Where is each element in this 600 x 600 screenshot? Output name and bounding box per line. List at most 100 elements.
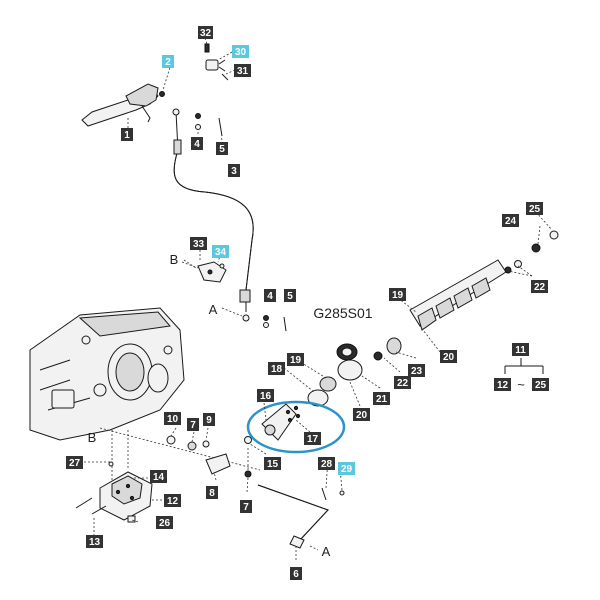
part-number: 30 bbox=[235, 47, 247, 58]
part-number-box bbox=[203, 413, 215, 426]
part-label-34: 34 bbox=[212, 245, 229, 258]
part-label-18: 18 bbox=[268, 362, 285, 375]
part-label-25: 25 bbox=[526, 202, 543, 215]
part-number: 5 bbox=[219, 144, 225, 155]
part-number-box bbox=[408, 364, 425, 377]
diagram-code: G285S01 bbox=[313, 305, 372, 321]
part-number-box bbox=[304, 432, 321, 445]
part-number-box bbox=[86, 535, 103, 548]
part-number: 16 bbox=[260, 391, 272, 402]
marker-a-top: A bbox=[209, 302, 218, 317]
part-number: 24 bbox=[505, 216, 517, 227]
part-number-box bbox=[164, 412, 181, 425]
part-number: 12 bbox=[167, 496, 179, 507]
part-label-31: 31 bbox=[234, 64, 251, 77]
part-label-4b: 4 bbox=[264, 289, 276, 302]
part-number-box bbox=[338, 462, 355, 475]
shift-shaft bbox=[257, 484, 345, 549]
part-label-13: 13 bbox=[86, 535, 103, 548]
part-number: 21 bbox=[376, 394, 388, 405]
part-number-box bbox=[240, 500, 252, 513]
part-number-box bbox=[212, 245, 229, 258]
part-number-box bbox=[389, 288, 406, 301]
part-number: 7 bbox=[243, 502, 249, 513]
part-number-box bbox=[264, 289, 276, 302]
part-label-25r: 25 bbox=[532, 378, 549, 391]
part-number-box bbox=[228, 164, 240, 177]
range-bracket bbox=[504, 358, 544, 374]
part-number: 7 bbox=[190, 420, 196, 431]
part-number: 6 bbox=[293, 569, 299, 580]
part-number: 23 bbox=[411, 366, 423, 377]
marker-b-bottom: B bbox=[88, 430, 97, 445]
part-number: 28 bbox=[321, 459, 333, 470]
part-number-box bbox=[287, 353, 304, 366]
part-label-21: 21 bbox=[373, 392, 390, 405]
part-number: 26 bbox=[159, 518, 171, 529]
part-number-box bbox=[284, 289, 296, 302]
part-label-4a: 4 bbox=[191, 137, 203, 150]
part-number: 1 bbox=[124, 130, 130, 141]
part-number: 12 bbox=[497, 380, 509, 391]
linkage-parts bbox=[166, 435, 252, 478]
part-number-box bbox=[66, 456, 83, 469]
part-label-33: 33 bbox=[190, 237, 207, 250]
part-number-box bbox=[164, 494, 181, 507]
part-number: 4 bbox=[194, 139, 200, 150]
part-label-16: 16 bbox=[257, 389, 274, 402]
cover-plate-assembly bbox=[75, 461, 153, 523]
part-label-8: 8 bbox=[206, 486, 218, 499]
part-number: 33 bbox=[193, 239, 205, 250]
part-label-9: 9 bbox=[203, 413, 215, 426]
fork-rail-assembly bbox=[409, 230, 559, 331]
part-label-5a: 5 bbox=[216, 142, 228, 155]
highlight-ellipse bbox=[246, 400, 346, 454]
part-label-15: 15 bbox=[264, 457, 281, 470]
part-label-12r: 12 bbox=[494, 378, 511, 391]
part-label-23: 23 bbox=[408, 364, 425, 377]
part-label-20a: 20 bbox=[440, 350, 457, 363]
part-number: 15 bbox=[267, 459, 279, 470]
marker-b-top: B bbox=[170, 252, 179, 267]
part-number-box bbox=[494, 378, 511, 391]
part-number-box bbox=[187, 418, 199, 431]
part-number: 32 bbox=[200, 28, 212, 39]
part-label-10: 10 bbox=[164, 412, 181, 425]
part-number: 22 bbox=[397, 378, 409, 389]
part-number-box bbox=[512, 343, 529, 356]
part-number-box bbox=[268, 362, 285, 375]
part-number-box bbox=[206, 486, 218, 499]
part-number-box bbox=[531, 280, 548, 293]
part-label-29: 29 bbox=[338, 462, 355, 475]
transmission-housing bbox=[29, 307, 261, 480]
part-labels: 32 30 31 2 1 4 5 3 33 34 4 5 19 25 24 22… bbox=[66, 26, 549, 580]
part-label-20b: 20 bbox=[353, 408, 370, 421]
part-label-30: 30 bbox=[232, 45, 249, 58]
part-number: 20 bbox=[356, 410, 368, 421]
part-label-7a: 7 bbox=[187, 418, 199, 431]
part-number: 14 bbox=[153, 472, 165, 483]
part-label-3: 3 bbox=[228, 164, 240, 177]
part-number-box bbox=[264, 457, 281, 470]
part-number-box bbox=[191, 137, 203, 150]
part-label-24: 24 bbox=[502, 214, 519, 227]
part-number-box bbox=[257, 389, 274, 402]
part-number: 19 bbox=[392, 290, 404, 301]
part-number: 10 bbox=[167, 414, 179, 425]
part-number: 22 bbox=[534, 282, 546, 293]
part-label-5b: 5 bbox=[284, 289, 296, 302]
part-number: 20 bbox=[443, 352, 455, 363]
part-number: 31 bbox=[237, 66, 249, 77]
part-number-box bbox=[198, 26, 213, 39]
part-number-box bbox=[318, 457, 335, 470]
range-separator: ~ bbox=[517, 377, 525, 392]
part-label-2: 2 bbox=[162, 55, 174, 68]
part-label-26: 26 bbox=[156, 516, 173, 529]
part-label-6: 6 bbox=[290, 567, 302, 580]
part-label-19b: 19 bbox=[287, 353, 304, 366]
part-number: 17 bbox=[307, 434, 319, 445]
part-label-12: 12 bbox=[164, 494, 181, 507]
part-number-box bbox=[532, 378, 549, 391]
part-number-box bbox=[150, 470, 167, 483]
